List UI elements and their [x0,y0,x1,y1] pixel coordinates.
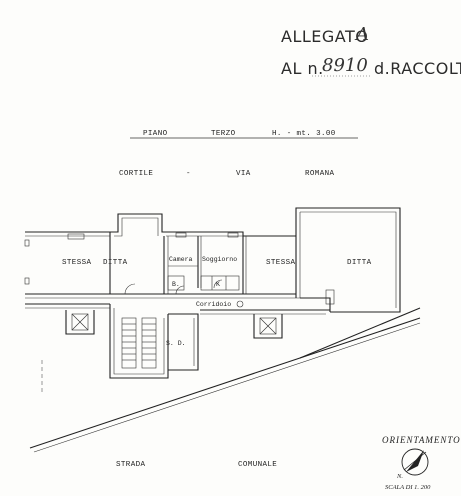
legend-orientamento: ORIENTAMENTO [382,435,461,445]
stamp-raccolta: d.RACCOLTA [374,59,461,78]
sd-block [168,313,199,371]
left-lightwell [65,310,95,335]
stamp-number: 8910 [322,55,368,76]
stairwell [109,304,169,379]
legend-scale: SCALA DI 1. 200 [385,484,431,491]
right-lightwell [253,314,283,339]
corridor-band [25,300,330,315]
central-unit [109,213,300,299]
legend-north: N. [396,473,403,480]
street-dash: - [186,170,191,178]
header-terzo: TERZO [211,130,236,138]
header-piano: PIANO [143,130,168,138]
right-unit [295,207,401,313]
street-comunale: COMUNALE [238,461,277,469]
left-wing [24,231,110,299]
room-stessa-left: STESSA [62,259,92,267]
header-height: H. - mt. 3.00 [272,130,336,138]
stamp-al-n: AL n. [281,59,324,78]
room-ditta-right: DITTA [347,259,372,267]
stamp-allegato-letter: A [354,24,369,45]
street-strada: STRADA [116,461,146,469]
room-corridoio: Corridoio [196,301,231,308]
room-stessa-right: STESSA [266,259,296,267]
street-romana: ROMANA [305,170,335,178]
street-via: VIA [236,170,251,178]
compass-icon [401,448,429,476]
room-soggiorno: Soggiorno [202,256,237,263]
room-sd: S. D. [166,340,186,347]
room-ditta-left: DITTA [103,259,128,267]
diagonal-boundary [29,307,421,453]
stamp-allegato: ALLEGATO [281,27,368,46]
room-bath: B. [172,281,180,288]
room-kitchen: K [216,281,220,288]
street-cortile: CORTILE [119,170,153,178]
room-camera: Camera [169,256,193,263]
